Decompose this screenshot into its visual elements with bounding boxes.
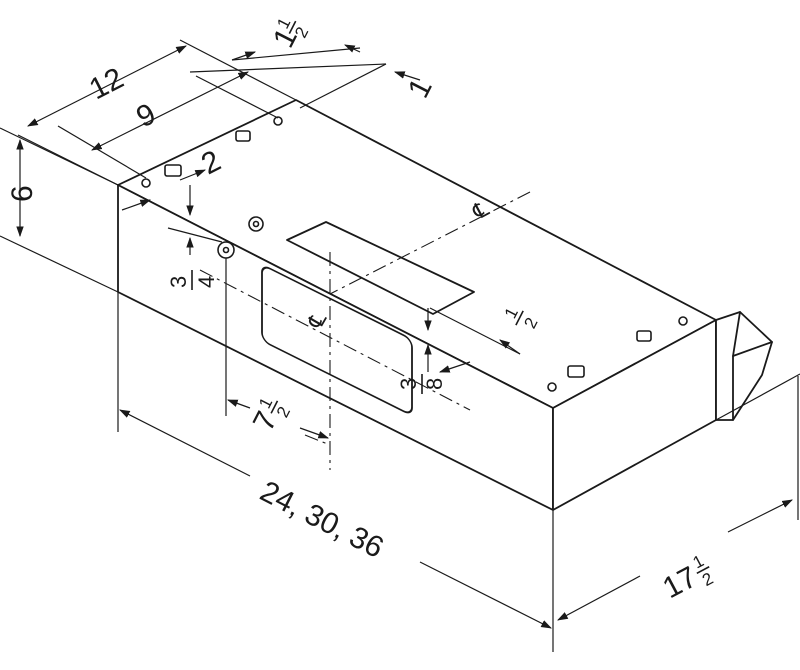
dim-17-arrow-b — [727, 499, 793, 533]
dim-3-4-num: 3 — [166, 276, 191, 288]
dim-7-1-2-arrow-b — [299, 427, 330, 439]
dim-7-1-2-bar — [270, 400, 279, 414]
ext-height-top — [0, 127, 119, 186]
dim-lip: 3 8 — [396, 308, 447, 394]
dim-top-offset: 1 1 2 — [231, 15, 361, 61]
dim-knockout-depth: 9 — [57, 71, 279, 179]
dim-17-bar — [696, 566, 710, 575]
dim-3-4-den: 4 — [194, 276, 219, 288]
dim-17-den: 2 — [699, 569, 716, 590]
hole-top-center — [252, 220, 260, 228]
keyhole-front-left — [547, 382, 557, 392]
slot-front-right — [636, 330, 652, 342]
slot-rear-mid — [235, 130, 251, 142]
dim-12-label: 12 — [84, 62, 129, 107]
dim-width-arrow-b — [419, 561, 552, 629]
dim-height: 6 — [0, 127, 119, 293]
ext-rear-1-b — [299, 63, 387, 109]
centerline-width — [329, 191, 531, 295]
hole-side-center — [222, 246, 230, 254]
ext-3-4 — [167, 227, 223, 243]
dim-1-1-2-arrow-b — [344, 44, 361, 53]
dim-1-2-bar — [515, 310, 524, 326]
dim-rear-offset: 1 — [189, 63, 439, 109]
keyhole-rear-left — [141, 178, 151, 188]
duct-knockout-side — [261, 266, 413, 414]
dim-1-2-arrow-b — [438, 361, 471, 373]
dim-17-arrow-a — [557, 575, 641, 621]
dim-1-1-2-bar — [288, 20, 297, 35]
dim-1-2-arrow-a — [499, 339, 521, 355]
ext-rear-1 — [189, 63, 387, 73]
slot-front-left — [567, 365, 585, 378]
dim-3-8-den: 8 — [422, 378, 447, 390]
ext-line-9-b — [195, 75, 279, 119]
ext-line-9-a — [57, 125, 147, 179]
hood-front-lip — [715, 311, 773, 421]
mounting-holes — [141, 116, 688, 392]
dim-1-arrow — [393, 71, 421, 81]
dim-6-label: 6 — [6, 185, 39, 202]
slot-rear-left — [164, 164, 182, 177]
dim-width-label: 24, 30, 36 — [255, 475, 389, 565]
centerline-depth — [199, 269, 471, 411]
keyhole-rear-right — [273, 116, 283, 126]
ext-depth-top — [715, 373, 800, 421]
dim-2-arrow — [179, 169, 207, 181]
dim-2-arrow-b — [121, 199, 152, 211]
ext-height-bottom — [0, 235, 119, 293]
dim-width-arrow-a — [119, 409, 251, 477]
dim-7-1-2-arrow-a — [226, 399, 251, 409]
dim-3-8-num: 3 — [396, 378, 421, 390]
dim-1-label: 1 — [402, 73, 439, 103]
dim-1-1-2-arrow-a — [231, 51, 257, 61]
keyhole-front-right — [678, 316, 688, 326]
dim-9-line — [91, 71, 249, 151]
centerline-duct-tail — [304, 434, 331, 446]
dim-vertical-offset: 3 4 — [166, 185, 223, 290]
